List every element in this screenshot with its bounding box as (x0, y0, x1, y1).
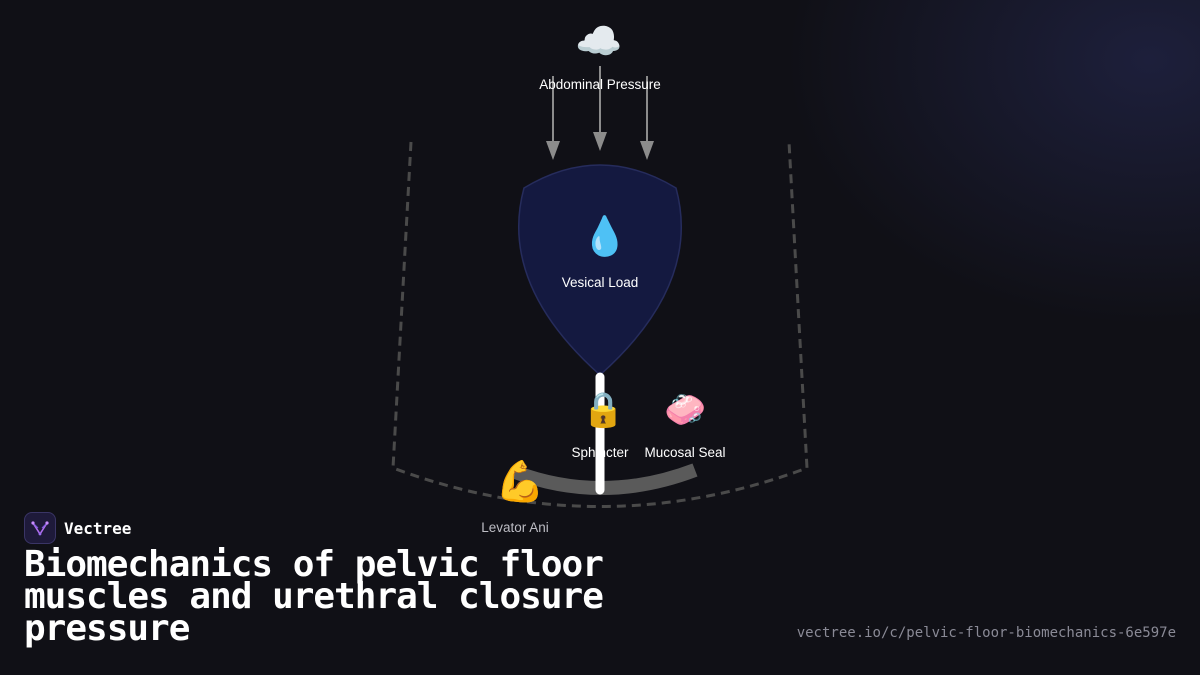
pressure-arrows (546, 66, 654, 160)
mucosal-seal-label: Mucosal Seal (644, 445, 726, 460)
vesical-load-label: Vesical Load (561, 275, 639, 290)
soap-icon: 🧼 (664, 390, 707, 430)
flexed-biceps-icon: 💪 (495, 459, 545, 505)
abdominal-pressure-label: Abdominal Pressure (539, 77, 661, 92)
page-title: Biomechanics of pelvic floor muscles and… (24, 544, 604, 649)
bladder-shape (517, 164, 683, 377)
levator-ani-label: Levator Ani (481, 520, 549, 535)
brand-name: Vectree (64, 518, 132, 538)
pressure-arrowhead-left (546, 141, 560, 160)
brand: Vectree (24, 512, 131, 544)
cloud-icon: ☁️ (575, 19, 623, 63)
pressure-arrowhead-center (593, 132, 607, 151)
sphincter-label: Sphincter (571, 445, 629, 460)
vectree-logo-mark (31, 521, 49, 536)
pressure-arrowhead-right (640, 141, 654, 160)
droplet-icon: 💧 (581, 214, 629, 258)
vectree-logo-icon (24, 512, 56, 544)
lock-icon: 🔒 (582, 390, 625, 430)
source-url: vectree.io/c/pelvic-floor-biomechanics-6… (796, 625, 1176, 641)
